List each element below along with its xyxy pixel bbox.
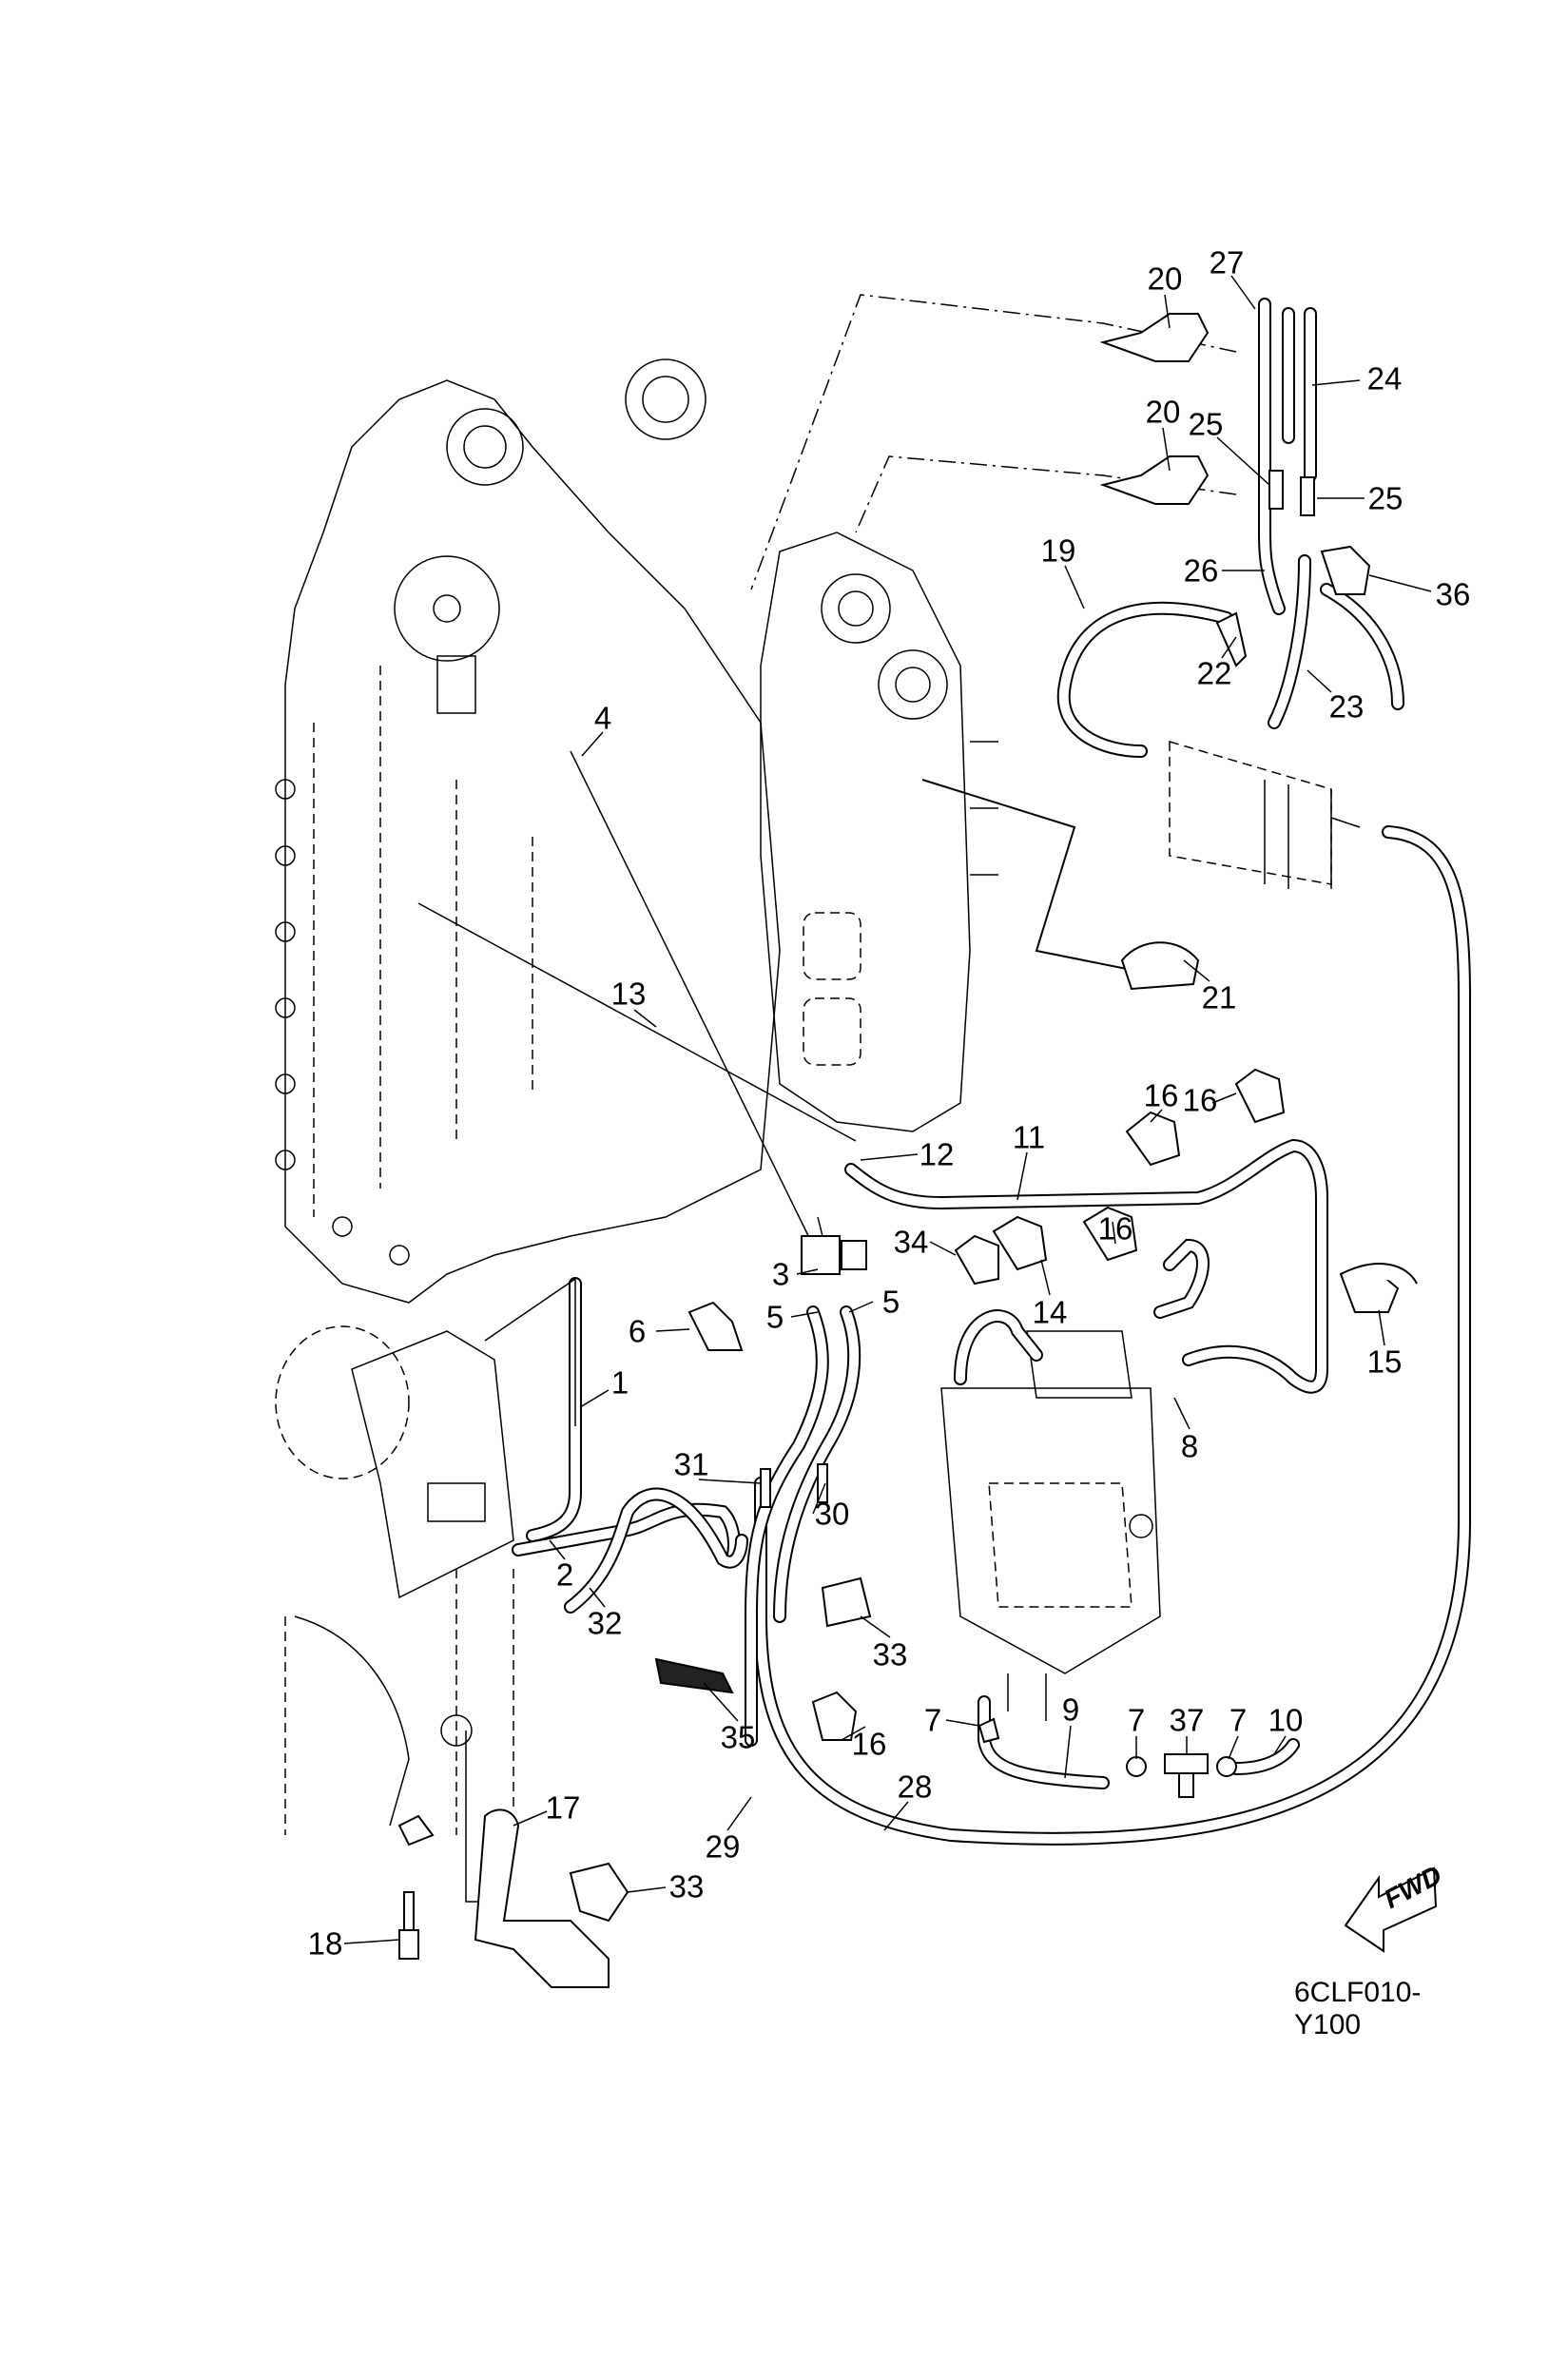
callout-10[interactable]: 10 (1268, 1702, 1304, 1738)
clips-and-fittings (399, 314, 1417, 1987)
callout-25[interactable]: 25 (1188, 406, 1224, 442)
canister-outline (1170, 742, 1360, 889)
callout-16[interactable]: 16 (851, 1726, 887, 1762)
callout-27[interactable]: 27 (1209, 244, 1245, 280)
callout-3[interactable]: 3 (771, 1256, 790, 1292)
callout-16[interactable]: 16 (1143, 1077, 1179, 1113)
callout-14[interactable]: 14 (1032, 1294, 1068, 1330)
leader-lines (344, 276, 1431, 1943)
callout-28[interactable]: 28 (897, 1769, 933, 1805)
throttle-body-outline (276, 1326, 513, 1835)
callout-33[interactable]: 33 (872, 1636, 908, 1673)
callout-19[interactable]: 19 (1040, 532, 1076, 569)
callout-9[interactable]: 9 (1061, 1692, 1080, 1728)
figure-code: 6CLF010-Y100 (1294, 1977, 1422, 2040)
callout-11[interactable]: 11 (1012, 1119, 1046, 1155)
callout-15[interactable]: 15 (1366, 1344, 1403, 1380)
callout-33[interactable]: 33 (668, 1868, 705, 1905)
callout-23[interactable]: 23 (1328, 688, 1365, 725)
hose-lines (518, 304, 1464, 1839)
callout-7[interactable]: 7 (1229, 1702, 1248, 1738)
callout-6[interactable]: 6 (628, 1313, 647, 1349)
callout-12[interactable]: 12 (919, 1136, 955, 1172)
engine-block-outline (276, 359, 780, 1303)
callout-18[interactable]: 18 (307, 1925, 343, 1962)
callout-17[interactable]: 17 (545, 1789, 581, 1826)
callout-20[interactable]: 20 (1145, 394, 1181, 430)
callout-20[interactable]: 20 (1147, 261, 1183, 297)
callout-34[interactable]: 34 (893, 1224, 929, 1260)
callout-21[interactable]: 21 (1201, 979, 1237, 1015)
callout-31[interactable]: 31 (673, 1446, 709, 1482)
vapor-separator-outline (941, 1331, 1160, 1721)
callout-8[interactable]: 8 (1180, 1428, 1199, 1464)
cylinder-head-outline (761, 532, 998, 1131)
callout-36[interactable]: 36 (1435, 576, 1471, 612)
callout-24[interactable]: 24 (1366, 360, 1403, 396)
callout-16[interactable]: 16 (1097, 1210, 1133, 1247)
callout-35[interactable]: 35 (720, 1719, 756, 1755)
callout-2[interactable]: 2 (555, 1557, 574, 1593)
fwd-arrow (1345, 1868, 1436, 1951)
callout-29[interactable]: 29 (705, 1828, 741, 1865)
callout-5[interactable]: 5 (765, 1299, 784, 1335)
callout-4[interactable]: 4 (593, 700, 612, 736)
callout-32[interactable]: 32 (587, 1605, 623, 1641)
callout-7[interactable]: 7 (923, 1702, 942, 1738)
callout-16[interactable]: 16 (1182, 1082, 1218, 1118)
callout-30[interactable]: 30 (814, 1496, 850, 1532)
callout-26[interactable]: 26 (1183, 552, 1219, 589)
callout-22[interactable]: 22 (1196, 655, 1232, 691)
callout-13[interactable]: 13 (610, 976, 647, 1012)
callout-7[interactable]: 7 (1127, 1702, 1146, 1738)
callout-37[interactable]: 37 (1169, 1702, 1205, 1738)
callout-25[interactable]: 25 (1367, 480, 1403, 516)
callout-1[interactable]: 1 (610, 1364, 629, 1401)
callout-5[interactable]: 5 (881, 1284, 900, 1320)
